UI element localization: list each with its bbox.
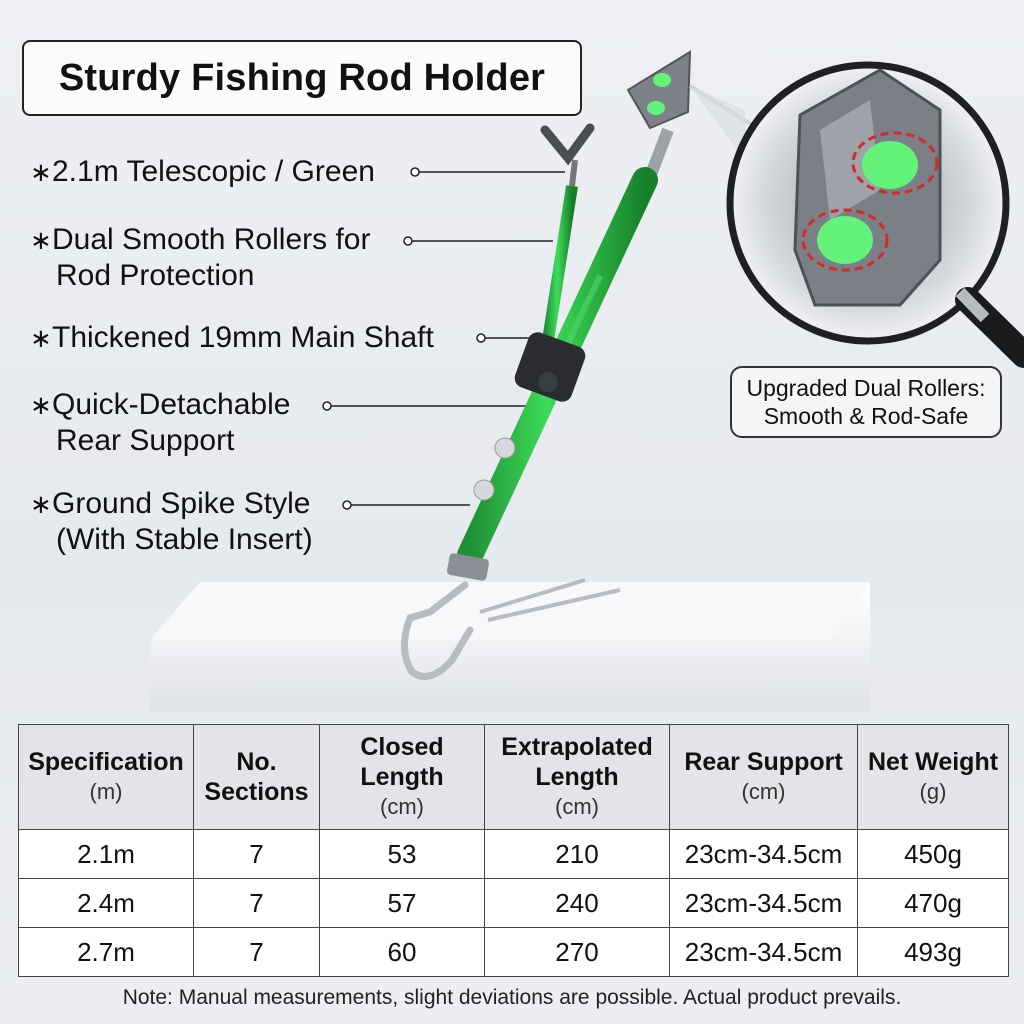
- rear-support-rod: [539, 123, 595, 361]
- header-sections: No. Sections: [193, 724, 320, 830]
- table-cell: 450g: [857, 829, 1009, 879]
- magnifier-zoom: [688, 61, 1024, 368]
- bullet-icon: ∗: [30, 323, 52, 353]
- feature-text: 2.1m Telescopic / Green: [52, 155, 375, 188]
- page-title: Sturdy Fishing Rod Holder: [22, 40, 582, 116]
- bullet-icon: ∗: [30, 489, 52, 519]
- quick-detach-clamp: [514, 332, 586, 402]
- table-cell: 23cm-34.5cm: [669, 927, 858, 977]
- feature-text-line2: Rod Protection: [56, 259, 255, 292]
- bullet-icon: ∗: [30, 225, 52, 255]
- table-cell: 2.4m: [18, 878, 194, 928]
- feature-text: Dual Smooth Rollers for: [52, 223, 371, 256]
- header-net-weight: Net Weight(g): [857, 724, 1009, 830]
- header-closed-length: Closed Length(cm): [319, 724, 485, 830]
- table-cell: 493g: [857, 927, 1009, 977]
- feature-rear-support: ∗Quick-Detachable Rear Support: [30, 387, 290, 459]
- table-cell: 53: [319, 829, 485, 879]
- table-cell: 2.1m: [18, 829, 194, 879]
- footnote: Note: Manual measurements, slight deviat…: [122, 986, 902, 1009]
- zoom-callout-label: Upgraded Dual Rollers: Smooth & Rod-Safe: [730, 366, 1002, 438]
- display-pedestal: [150, 582, 870, 712]
- roller-head: [626, 50, 692, 130]
- callout-lines: [322, 167, 565, 510]
- feature-text: Thickened 19mm Main Shaft: [52, 321, 434, 354]
- table-cell: 60: [319, 927, 485, 977]
- header-specification: Specification(m): [18, 724, 194, 830]
- table-cell: 470g: [857, 878, 1009, 928]
- table-header-row: Specification(m) No. Sections Closed Len…: [18, 724, 1009, 830]
- bullet-icon: ∗: [30, 390, 52, 420]
- feature-telescopic: ∗2.1m Telescopic / Green: [30, 154, 375, 190]
- table-cell: 210: [484, 829, 670, 879]
- table-cell: 7: [193, 878, 320, 928]
- table-row: 2.7m 7 60 270 23cm-34.5cm 493g: [18, 927, 1009, 977]
- table-row: 2.1m 7 53 210 23cm-34.5cm 450g: [18, 829, 1009, 879]
- zoom-label-line2: Smooth & Rod-Safe: [763, 403, 969, 429]
- feature-text-line2: (With Stable Insert): [56, 523, 313, 556]
- feature-text: Quick-Detachable: [52, 388, 291, 421]
- table-cell: 23cm-34.5cm: [669, 878, 858, 928]
- feature-ground-spike: ∗Ground Spike Style (With Stable Insert): [30, 486, 313, 558]
- feature-rollers: ∗Dual Smooth Rollers for Rod Protection: [30, 222, 370, 294]
- table-row: 2.4m 7 57 240 23cm-34.5cm 470g: [18, 878, 1009, 928]
- feature-main-shaft: ∗Thickened 19mm Main Shaft: [30, 320, 434, 356]
- ground-spike: [401, 553, 621, 680]
- table-cell: 57: [319, 878, 485, 928]
- feature-text: Ground Spike Style: [52, 487, 311, 520]
- table-cell: 2.7m: [18, 927, 194, 977]
- header-extrapolated-length: Extrapolated Length(cm): [484, 724, 670, 830]
- table-cell: 240: [484, 878, 670, 928]
- header-rear-support: Rear Support(cm): [669, 724, 858, 830]
- zoom-label-line1: Upgraded Dual Rollers:: [746, 375, 986, 401]
- table-cell: 23cm-34.5cm: [669, 829, 858, 879]
- table-cell: 7: [193, 927, 320, 977]
- table-cell: 7: [193, 829, 320, 879]
- table-cell: 270: [484, 927, 670, 977]
- bullet-icon: ∗: [30, 157, 52, 187]
- spec-table: Specification(m) No. Sections Closed Len…: [18, 724, 1009, 977]
- feature-text-line2: Rear Support: [56, 424, 235, 457]
